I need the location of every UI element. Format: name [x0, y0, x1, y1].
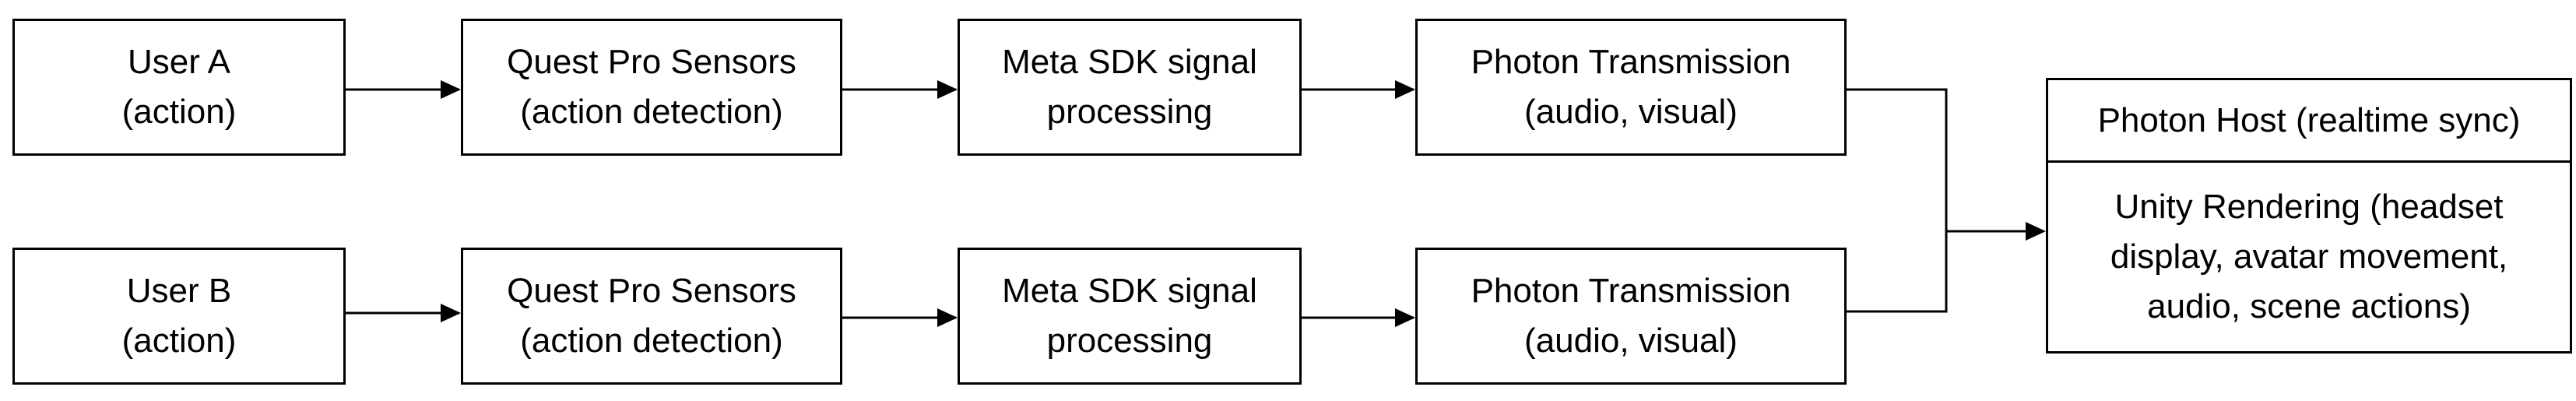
- sdk-a-box: Meta SDK signal processing: [958, 19, 1302, 156]
- sdk-a-title: Meta SDK signal: [1002, 43, 1257, 81]
- arrowhead-user-a-to-sensors: [441, 80, 461, 99]
- connector-transmission-a-to-merge: [1847, 88, 1948, 313]
- photon-host-box: Photon Host (realtime sync) Unity Render…: [2046, 78, 2572, 354]
- user-a-title: User A: [127, 43, 231, 81]
- sdk-b-title: Meta SDK signal: [1002, 272, 1257, 310]
- unity-rendering-line-2: display, avatar movement,: [2110, 237, 2508, 276]
- sensors-b-box: Quest Pro Sensors (action detection): [461, 248, 842, 385]
- transmission-b-subtitle: (audio, visual): [1524, 322, 1738, 360]
- arrowhead-merge-to-host: [2026, 222, 2046, 241]
- transmission-b-box: Photon Transmission (audio, visual): [1415, 248, 1847, 385]
- sdk-b-subtitle: processing: [1046, 322, 1213, 360]
- sensors-a-box: Quest Pro Sensors (action detection): [461, 19, 842, 156]
- user-a-box: User A (action): [12, 19, 346, 156]
- photon-host-title: Photon Host (realtime sync): [2097, 100, 2521, 139]
- transmission-a-title: Photon Transmission: [1471, 43, 1791, 81]
- sensors-b-title: Quest Pro Sensors: [507, 272, 796, 310]
- sensors-b-subtitle: (action detection): [520, 322, 783, 360]
- user-b-box: User B (action): [12, 248, 346, 385]
- sensors-a-subtitle: (action detection): [520, 93, 783, 131]
- user-a-subtitle: (action): [121, 93, 237, 131]
- arrowhead-sensors-b-to-sdk: [937, 308, 958, 327]
- unity-rendering-line-1: Unity Rendering (headset: [2114, 188, 2504, 226]
- sdk-a-subtitle: processing: [1046, 93, 1213, 131]
- sensors-a-title: Quest Pro Sensors: [507, 43, 796, 81]
- arrowhead-user-b-to-sensors: [441, 304, 461, 322]
- transmission-a-subtitle: (audio, visual): [1524, 93, 1738, 131]
- photon-host-header: Photon Host (realtime sync): [2048, 80, 2570, 163]
- unity-rendering-section: Unity Rendering (headset display, avatar…: [2048, 163, 2570, 351]
- sdk-b-box: Meta SDK signal processing: [958, 248, 1302, 385]
- arrowhead-sdk-b-to-transmission: [1395, 308, 1415, 327]
- transmission-b-title: Photon Transmission: [1471, 272, 1791, 310]
- user-b-title: User B: [126, 272, 232, 310]
- user-b-subtitle: (action): [121, 322, 237, 360]
- arrowhead-sensors-a-to-sdk: [937, 80, 958, 99]
- arrowhead-sdk-a-to-transmission: [1395, 80, 1415, 99]
- unity-rendering-line-3: audio, scene actions): [2147, 287, 2471, 325]
- transmission-a-box: Photon Transmission (audio, visual): [1415, 19, 1847, 156]
